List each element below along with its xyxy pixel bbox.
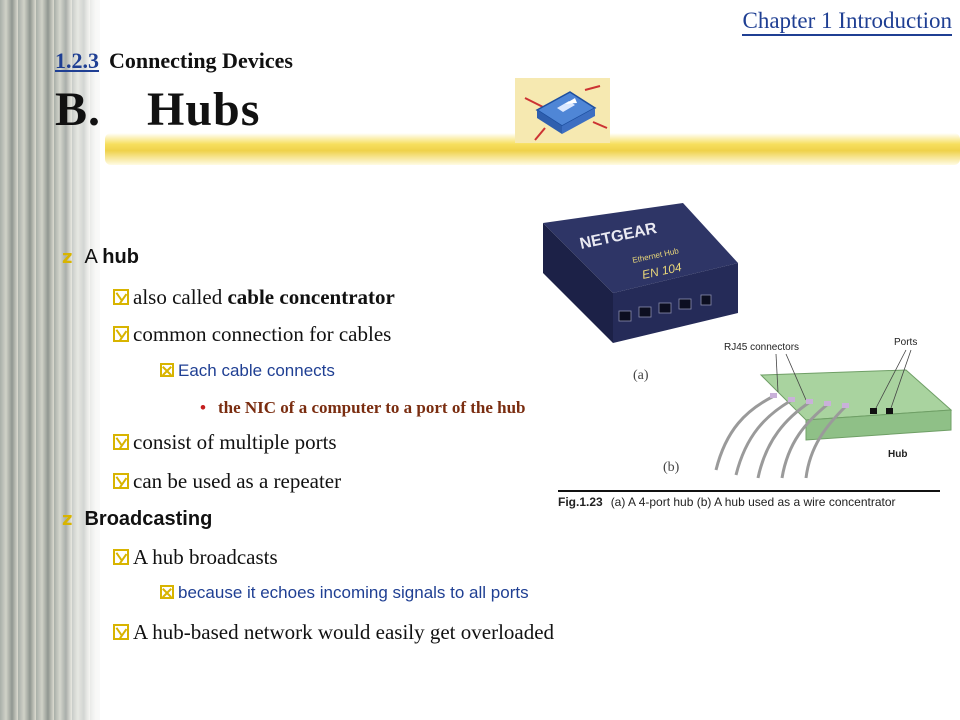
bullet-multiple-ports: consist of multiple ports — [113, 430, 337, 455]
bullet-x-icon — [160, 585, 174, 599]
slide-title: B. Hubs — [55, 82, 260, 137]
bullet-box-icon — [113, 473, 129, 489]
bullet-dot: • — [200, 398, 206, 417]
hub-wire-concentrator-diagram: RJ45 connectors Ports Hub — [706, 330, 956, 480]
bullet-box-icon — [113, 326, 129, 342]
bullet-box-icon — [113, 289, 129, 305]
title-text: Hubs — [147, 83, 261, 136]
section-number: 1.2.3 — [55, 48, 99, 73]
bullet-marker: z — [62, 247, 73, 268]
netgear-hub-photo: NETGEAR Ethernet Hub EN 104 — [533, 193, 748, 368]
hub-icon — [515, 78, 610, 143]
bullet-echoes-signals: because it echoes incoming signals to al… — [160, 583, 529, 603]
background-photo-strip — [0, 0, 100, 720]
figure-caption-a: (a) — [633, 368, 649, 383]
bullet-nic-port: •the NIC of a computer to a port of the … — [200, 398, 526, 417]
bullet-x-icon — [160, 363, 174, 377]
figure-caption-b: (b) — [663, 460, 680, 475]
bullet-box-icon — [113, 434, 129, 450]
figure-caption-text: (a) A 4-port hub (b) A hub used as a wir… — [610, 495, 896, 509]
rj45-label: RJ45 connectors — [724, 342, 799, 353]
bullet-each-cable: Each cable connects — [160, 361, 335, 381]
bullet-repeater: can be used as a repeater — [113, 469, 341, 494]
bullet-hub-broadcasts: A hub broadcasts — [113, 545, 278, 570]
title-letter: B. — [55, 83, 102, 136]
section-title: Connecting Devices — [109, 48, 293, 73]
bullet-cable-concentrator: also called cable concentrator — [113, 285, 395, 310]
bullet-overloaded: A hub-based network would easily get ove… — [113, 620, 554, 645]
section-heading: 1.2.3 Connecting Devices — [55, 48, 293, 74]
bullet-box-icon — [113, 549, 129, 565]
bullet-box-icon — [113, 624, 129, 640]
ports-label: Ports — [894, 337, 917, 348]
chapter-heading: Chapter 1 Introduction — [742, 8, 952, 36]
bullet-common-connection: common connection for cables — [113, 322, 391, 347]
hub-label: Hub — [888, 449, 907, 460]
bullet-marker: z — [62, 509, 73, 530]
figure-number: Fig.1.23 — [558, 495, 603, 509]
figure-caption: Fig.1.23 (a) A 4-port hub (b) A hub used … — [558, 490, 940, 509]
